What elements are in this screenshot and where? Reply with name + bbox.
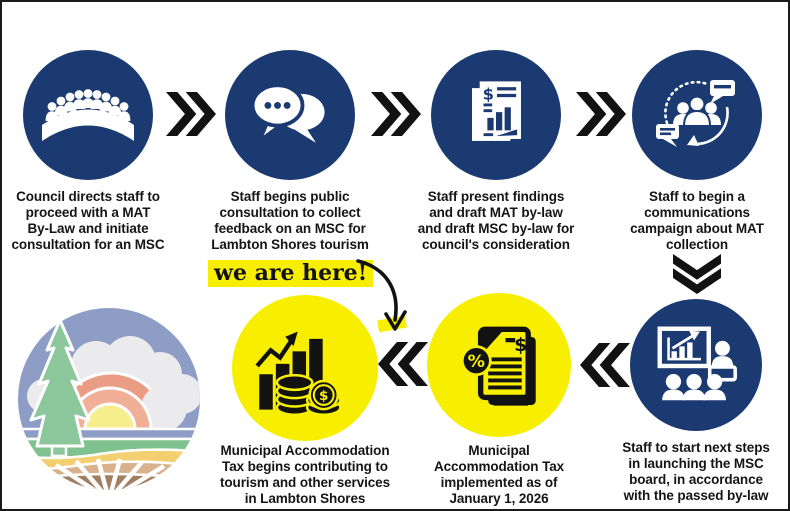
step-circle-findings: $ [431,50,561,180]
svg-text:%: % [468,352,485,372]
chevron-right-icon [576,92,626,136]
chevron-left-icon [580,343,630,387]
svg-text:$: $ [319,388,328,404]
step-circle-communications [632,50,762,180]
chevron-right-icon [371,92,421,136]
step-circle-council [23,50,153,180]
we-are-here-arrow [350,254,412,342]
chevron-left-icon [378,342,428,386]
step-caption-consultation: Staff begins public consultation to coll… [211,189,369,252]
chat-bubbles-icon [250,83,325,143]
step-caption-council: Council directs staff to proceed with a … [11,189,165,252]
step-caption-contributing: Municipal Accommodation Tax begins contr… [220,443,390,506]
council-icon [42,89,134,141]
step-caption-findings: Staff present findings and draft MAT by-… [417,189,575,252]
step-circle-implemented: $ % [427,293,571,437]
communications-icon [656,80,735,147]
step-caption-communications: Staff to begin a communications campaign… [630,189,764,252]
step-circle-contributing: $ [232,295,378,441]
lambton-shores-logo [14,304,204,494]
svg-text:$: $ [483,85,494,104]
step-caption-next-steps: Staff to start next steps in launching t… [622,440,770,503]
svg-text:$: $ [514,335,527,356]
lambton-shores-logo-image [18,308,200,490]
tax-document-icon: $ % [460,326,536,406]
curved-arrow-icon [356,259,407,333]
we-are-here-label: we are here! [208,260,374,287]
report-findings-icon: $ [472,81,521,141]
chevron-right-icon [166,92,216,136]
step-circle-next-steps [630,299,762,431]
growth-coins-icon: $ [255,331,342,417]
step-circle-consultation [225,50,355,180]
chevron-down-icon [673,254,721,294]
presentation-icon [657,326,737,401]
step-caption-implemented: Municipal Accommodation Tax implemented … [433,443,565,506]
